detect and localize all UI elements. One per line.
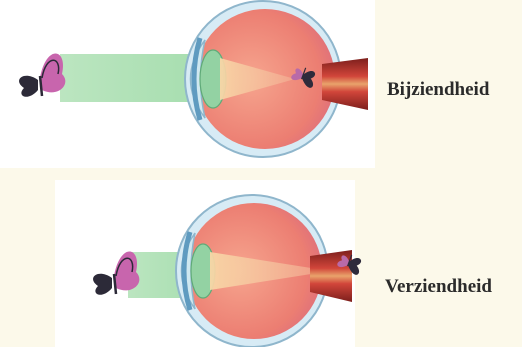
light-beam-top	[60, 54, 190, 102]
label-hyperopia: Verziendheid	[385, 276, 492, 298]
label-myopia: Bijziendheid	[387, 79, 489, 101]
hyperopia-panel	[55, 180, 364, 347]
myopia-panel	[0, 0, 375, 168]
